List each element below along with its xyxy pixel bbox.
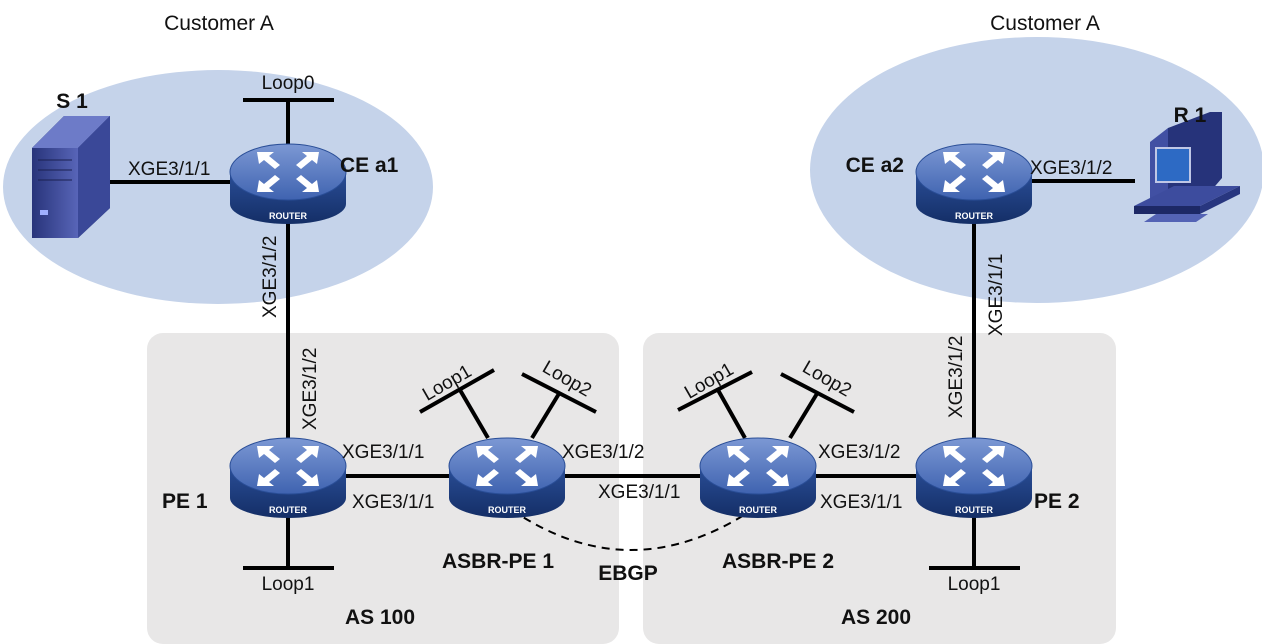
device-label-ce-a1: CE a1: [340, 154, 399, 177]
if-label-asbr2-to-asbr1: XGE3/1/1: [598, 482, 680, 503]
router-ce-a2[interactable]: ROUTER: [915, 143, 1033, 225]
customer-site-left: [3, 70, 433, 304]
if-label-asbr1-to-asbr2: XGE3/1/2: [562, 442, 644, 463]
router-pe2[interactable]: ROUTER: [915, 437, 1033, 519]
site-label-left: Customer A: [164, 12, 274, 35]
router-asbr-pe2[interactable]: ROUTER: [699, 437, 817, 519]
router-pe1[interactable]: ROUTER: [229, 437, 347, 519]
loopback-stubs: [243, 98, 1020, 570]
device-label-asbr-pe1: ASBR-PE 1: [442, 550, 554, 573]
if-label-pe1-to-ce-a1: XGE3/1/2: [300, 348, 321, 430]
device-label-asbr-pe2: ASBR-PE 2: [722, 550, 834, 573]
if-label-ce-a2-to-pe2: XGE3/1/1: [986, 254, 1007, 336]
loop-label-pe1-loop1: Loop1: [262, 574, 315, 595]
router-caption: ROUTER: [488, 505, 527, 515]
device-label-s1: S 1: [56, 90, 88, 113]
if-label-pe1-to-asbr1: XGE3/1/1: [342, 442, 424, 463]
router-asbr-pe1[interactable]: ROUTER: [448, 437, 566, 519]
customer-site-right: [810, 37, 1262, 303]
device-label-ce-a2: CE a2: [846, 154, 904, 177]
router-ce-a1[interactable]: ROUTER: [229, 143, 347, 225]
if-label-ce-a2-to-r1: XGE3/1/2: [1030, 158, 1112, 179]
as-label-right: AS 200: [841, 606, 911, 629]
loop-label-ce-a1-loop0: Loop0: [262, 73, 315, 94]
router-caption: ROUTER: [739, 505, 778, 515]
router-caption: ROUTER: [269, 505, 308, 515]
as-label-left: AS 100: [345, 606, 415, 629]
device-label-r1: R 1: [1174, 104, 1207, 127]
session-label-ebgp: EBGP: [598, 562, 658, 585]
device-label-pe1: PE 1: [162, 490, 208, 513]
ebgp-session-line: [511, 509, 753, 551]
router-caption: ROUTER: [955, 505, 994, 515]
loop-label-pe2-loop1: Loop1: [948, 574, 1001, 595]
server-icon[interactable]: [32, 116, 110, 238]
workstation-icon[interactable]: [1134, 112, 1240, 222]
if-label-asbr2-to-pe2: XGE3/1/2: [818, 442, 900, 463]
if-label-pe2-to-ce-a2: XGE3/1/2: [946, 336, 967, 418]
site-label-right: Customer A: [990, 12, 1100, 35]
if-label-asbr1-to-pe1: XGE3/1/1: [352, 492, 434, 513]
router-caption: ROUTER: [955, 211, 994, 221]
if-label-ce-a1-to-pe1: XGE3/1/2: [260, 236, 281, 318]
device-label-pe2: PE 2: [1034, 490, 1080, 513]
router-caption: ROUTER: [269, 211, 308, 221]
if-label-ce-a1-to-s1: XGE3/1/1: [128, 159, 210, 180]
if-label-pe2-to-asbr2: XGE3/1/1: [820, 492, 902, 513]
